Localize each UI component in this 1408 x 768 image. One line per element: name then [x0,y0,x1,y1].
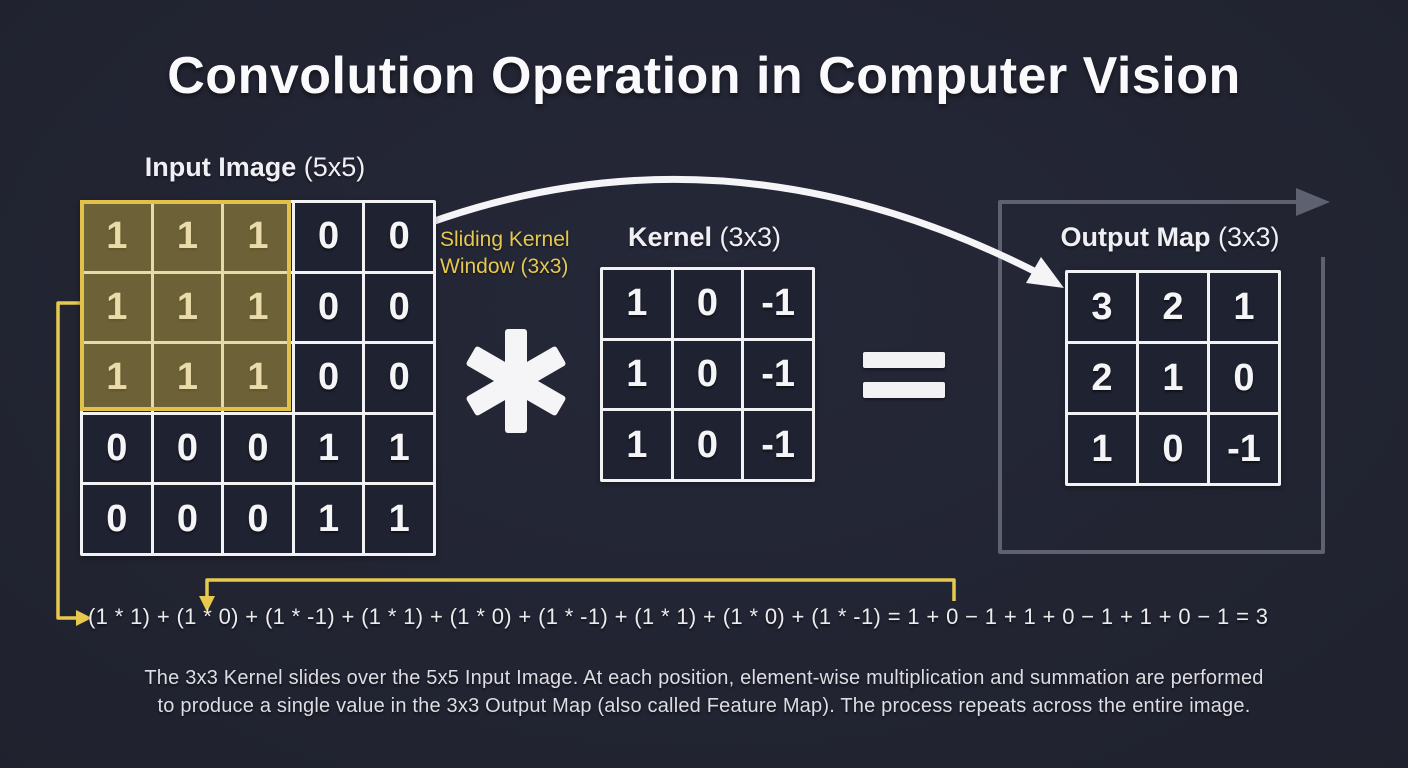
curved-arrow-arrowhead-icon [1026,257,1064,288]
grid-cell: 1 [153,203,222,271]
grid-cell: 1 [83,273,151,342]
sliding-window-label-line2: Window (3x3) [440,255,569,278]
input-image-label-size: (5x5) [303,152,366,182]
grid-cell: 1 [365,485,433,553]
caption-line1: The 3x3 Kernel slides over the 5x5 Input… [144,667,1264,689]
grid-cell: -1 [744,340,812,409]
caption-line2: to produce a single value in the 3x3 Out… [157,695,1251,717]
equals-icon [863,352,945,368]
kernel-label: Kernel (3x3) [600,222,809,253]
convolution-operator [461,326,571,436]
grid-cell: -1 [744,411,812,479]
grid-cell: 0 [224,414,292,483]
grid-cell: 1 [224,273,292,342]
grid-cell: 0 [673,340,742,409]
grid-cell: 0 [294,203,363,271]
grid-cell: 1 [83,344,151,412]
grid-cell: 0 [224,485,292,553]
grid-cell: -1 [744,270,812,338]
kernel-label-size: (3x3) [719,222,782,252]
grid-cell: 2 [1068,344,1136,412]
equals-icon [863,382,945,398]
grid-cell: 0 [83,485,151,553]
grid-cell: 1 [603,411,671,479]
grid-cell: 0 [294,344,363,412]
grid-cell: 0 [294,273,363,342]
sliding-window-label-line1: Sliding Kernel [440,228,570,251]
grid-cell: 1 [365,414,433,483]
input-image-label-name: Input Image [144,152,297,182]
kernel-label-name: Kernel [627,222,712,252]
grid-cell: 0 [153,485,222,553]
repeat-loop-arrowhead-icon [1296,188,1330,216]
page-title: Convolution Operation in Computer Vision [167,47,1241,105]
grid-cell: 1 [603,340,671,409]
grid-cell: 0 [365,203,433,271]
input-image-label: Input Image (5x5) [80,152,430,183]
convolution-formula: (1 * 1) + (1 * 0) + (1 * -1) + (1 * 1) +… [88,604,1269,629]
grid-cell: 1 [294,485,363,553]
grid-cell: 1 [83,203,151,271]
output-map-label-name: Output Map [1060,222,1211,252]
formula-bracket [205,578,956,601]
sliding-window-highlight [80,200,291,411]
grid-cell: 0 [673,411,742,479]
grid-cell: 1 [224,344,292,412]
grid-cell: 1 [1139,344,1207,412]
grid-cell: 0 [83,414,151,483]
grid-cell: 0 [673,270,742,338]
grid-cell: 2 [1139,273,1207,341]
grid-cell: 3 [1068,273,1136,341]
output-map-label-size: (3x3) [1217,222,1280,252]
grid-cell: 0 [365,273,433,342]
asterisk-icon [466,329,566,433]
grid-cell: 0 [1210,344,1278,412]
grid-cell: 1 [153,344,222,412]
grid-cell: 1 [294,414,363,483]
grid-cell: 0 [153,414,222,483]
grid-cell: 1 [1068,415,1136,483]
caption: The 3x3 Kernel slides over the 5x5 Input… [0,664,1408,720]
grid-cell: 1 [603,270,671,338]
grid-cell: 1 [1210,273,1278,341]
output-map-label: Output Map (3x3) [1040,222,1300,253]
grid-cell: -1 [1210,415,1278,483]
window-to-formula-connector [56,301,82,620]
grid-cell: 0 [1139,415,1207,483]
grid-cell: 0 [365,344,433,412]
sliding-window-label: Sliding Kernel Window (3x3) [440,226,570,280]
grid-cell: 1 [224,203,292,271]
equals-operator [863,352,945,398]
grid-cell: 1 [153,273,222,342]
